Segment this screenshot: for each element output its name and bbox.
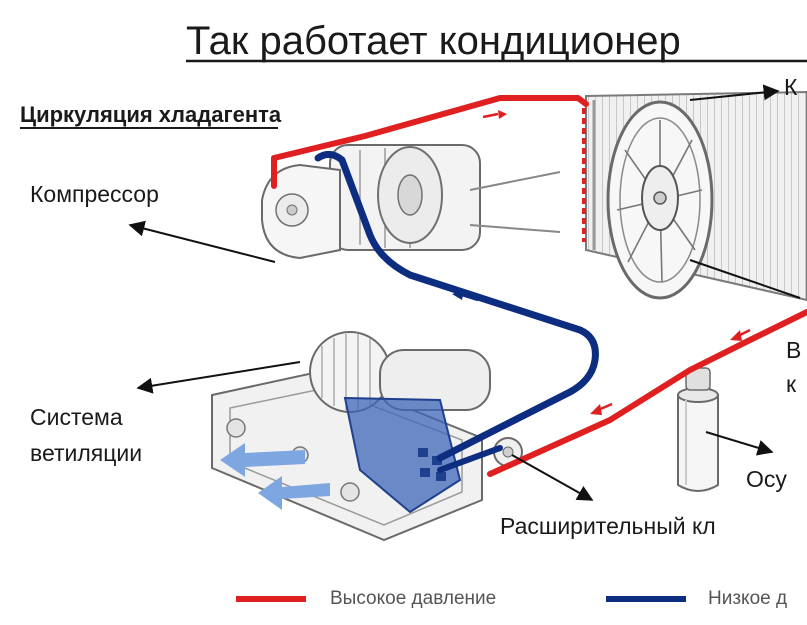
low-pressure-pipe xyxy=(314,151,599,462)
legend-high-pressure: Высокое давление xyxy=(330,588,496,609)
diagram-title: Так работает кондиционер xyxy=(186,19,681,63)
legend-swatch-high xyxy=(236,596,306,602)
label-compressor: Компрессор xyxy=(30,181,159,207)
subtitle: Циркуляция хладагента xyxy=(20,102,282,127)
label-receiver-dryer: Осу xyxy=(746,466,787,492)
flow-arrow-high-return-1 xyxy=(730,328,751,341)
pointer-fan xyxy=(689,259,801,299)
ventilation-unit xyxy=(211,331,491,542)
legend: Высокое давление Низкое д xyxy=(236,588,787,609)
flow-arrow-high-top xyxy=(482,110,507,119)
receiver-dryer xyxy=(677,367,719,492)
label-ventilation-line2: ветиляции xyxy=(30,440,142,466)
high-pressure-pipe-top xyxy=(271,95,589,189)
label-fan-line2: к xyxy=(786,371,797,397)
label-ventilation-line1: Система xyxy=(30,404,123,430)
pointer-compressor xyxy=(128,220,276,263)
airflow-arrows xyxy=(220,443,330,510)
low-pressure-pipe-inner xyxy=(437,445,503,473)
label-condenser: К xyxy=(784,74,798,100)
high-pressure-pipe-return xyxy=(487,309,807,477)
flow-arrow-high-return-2 xyxy=(590,402,613,415)
pointer-receiver-dryer xyxy=(705,431,774,456)
pointer-condenser xyxy=(689,84,780,101)
condenser-fan xyxy=(606,100,714,300)
legend-swatch-low xyxy=(606,596,686,602)
flow-arrow-low xyxy=(452,290,479,302)
legend-low-pressure: Низкое д xyxy=(708,588,787,609)
compressor-unit xyxy=(261,144,561,260)
label-fan-line1: В xyxy=(786,337,801,363)
label-expansion-valve: Расширительный кл xyxy=(500,513,716,539)
pointer-ventilation xyxy=(136,361,301,394)
pointer-expansion-valve xyxy=(511,454,594,501)
